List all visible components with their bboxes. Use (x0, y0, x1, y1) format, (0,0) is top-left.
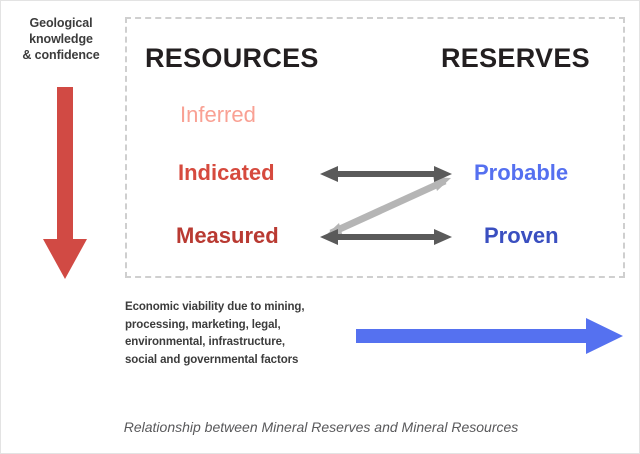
geological-knowledge-label: Geological knowledge & confidence (9, 15, 113, 63)
econ-line-2: processing, marketing, legal, (125, 318, 281, 331)
category-indicated: Indicated (178, 160, 275, 185)
category-proven: Proven (484, 223, 559, 248)
economic-viability-right-arrow (356, 318, 623, 354)
econ-line-1: Economic viability due to mining, (125, 301, 305, 313)
resources-reserves-dashed-box (125, 17, 625, 278)
econ-line-4: social and governmental factors (125, 353, 299, 366)
geo-label-line-3: & confidence (22, 48, 100, 62)
category-measured: Measured (176, 223, 279, 248)
economic-viability-note: Economic viability due to mining, proces… (125, 299, 340, 369)
category-inferred: Inferred (180, 102, 256, 127)
category-probable: Probable (474, 160, 569, 185)
geo-label-line-2: knowledge (29, 32, 93, 46)
header-reserves: RESERVES (441, 43, 590, 73)
figure-caption: Relationship between Mineral Reserves an… (123, 419, 519, 435)
econ-line-3: environmental, infrastructure, (125, 336, 285, 348)
geo-label-line-1: Geological (29, 16, 93, 30)
geological-confidence-down-arrow (43, 87, 87, 279)
header-resources: RESOURCES (145, 43, 319, 73)
